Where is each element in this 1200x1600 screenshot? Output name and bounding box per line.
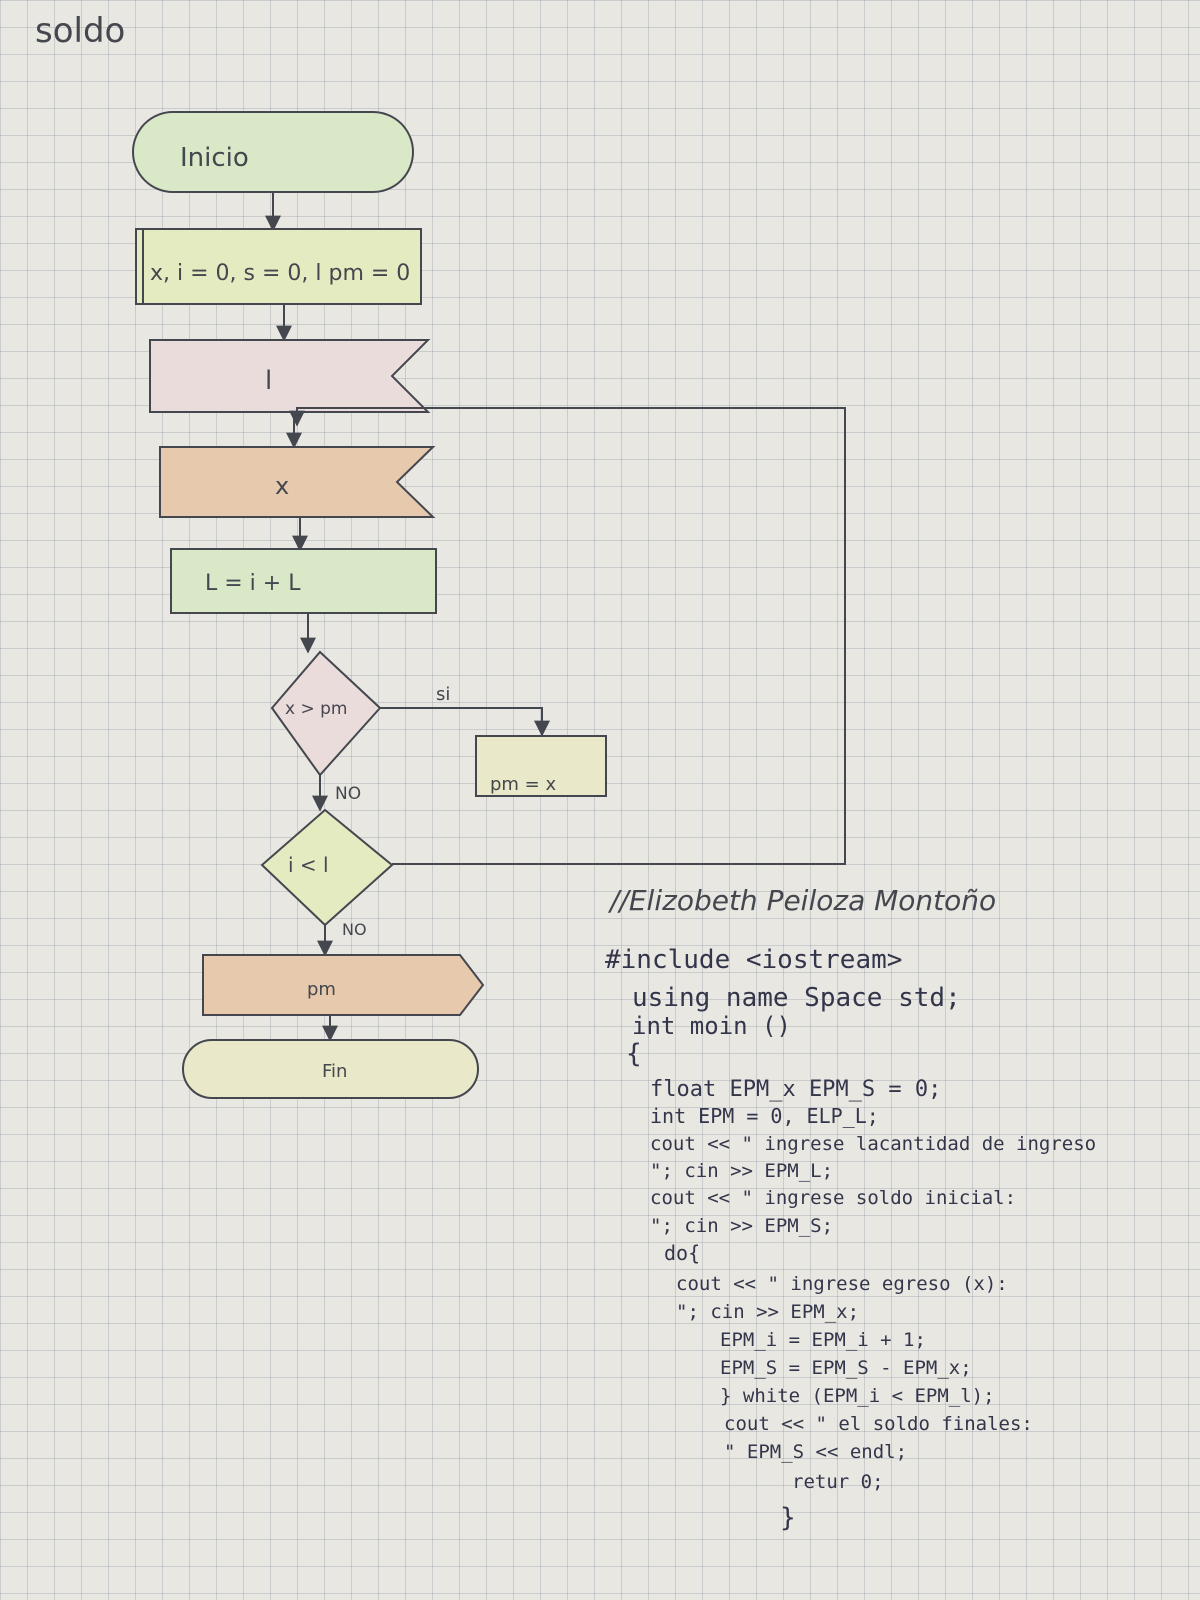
code-line: " EPM_S << endl; bbox=[724, 1441, 907, 1463]
output-pm: pm bbox=[202, 954, 485, 1016]
code-line: retur 0; bbox=[792, 1471, 884, 1493]
assign-pm-text: pm = x bbox=[490, 774, 556, 795]
code-line: #include <iostream> bbox=[605, 945, 902, 975]
end-label: Fin bbox=[322, 1061, 347, 1082]
start-terminal: Inicio bbox=[132, 111, 414, 193]
no-label-1: NO bbox=[335, 784, 361, 804]
output-pm-text: pm bbox=[307, 979, 336, 1000]
yes-label: si bbox=[436, 684, 450, 705]
increment-text: L = i + L bbox=[205, 571, 301, 596]
loop-back-arrow bbox=[289, 407, 846, 865]
input-x: x bbox=[159, 446, 436, 518]
code-line: } white (EPM_i < EPM_l); bbox=[720, 1385, 995, 1407]
decision-x-gt-pm: x > pm bbox=[270, 650, 382, 777]
code-line: "; cin >> EPM_x; bbox=[676, 1301, 859, 1323]
input-x-text: x bbox=[275, 472, 289, 500]
code-author: //Elizobeth Peiloza Montoño bbox=[607, 884, 996, 917]
decision-i-lt-l: i < l bbox=[260, 808, 394, 927]
code-line: using name Space std; bbox=[632, 983, 961, 1013]
code-line: "; cin >> EPM_S; bbox=[650, 1215, 833, 1237]
arrow-yes-to-assign bbox=[380, 707, 550, 737]
code-line: cout << " el soldo finales: bbox=[724, 1413, 1033, 1435]
init-process: x, i = 0, s = 0, l pm = 0 bbox=[135, 228, 422, 305]
page-title: soldo bbox=[35, 11, 125, 51]
assign-pm-process: pm = x bbox=[475, 735, 607, 797]
code-line: cout << " ingrese soldo inicial: bbox=[650, 1187, 1016, 1209]
code-line: EPM_i = EPM_i + 1; bbox=[720, 1329, 926, 1351]
decision1-text: x > pm bbox=[285, 699, 347, 719]
input-l-text: l bbox=[265, 366, 272, 396]
code-line: do{ bbox=[664, 1241, 700, 1265]
init-process-text: x, i = 0, s = 0, l pm = 0 bbox=[150, 261, 410, 286]
code-line: { bbox=[626, 1039, 642, 1069]
no-label-2: NO bbox=[342, 920, 367, 939]
code-line: cout << " ingrese lacantidad de ingreso bbox=[650, 1133, 1096, 1155]
code-line: EPM_S = EPM_S - EPM_x; bbox=[720, 1357, 972, 1379]
code-line: float EPM_x EPM_S = 0; bbox=[650, 1077, 941, 1102]
end-terminal: Fin bbox=[182, 1039, 479, 1099]
start-label: Inicio bbox=[180, 143, 249, 173]
decision2-text: i < l bbox=[288, 853, 329, 877]
code-line: "; cin >> EPM_L; bbox=[650, 1160, 833, 1182]
code-line: cout << " ingrese egreso (x): bbox=[676, 1273, 1008, 1295]
code-line: int moin () bbox=[632, 1012, 791, 1040]
input-l: l bbox=[149, 339, 431, 413]
code-block: //Elizobeth Peiloza Montoño #include <io… bbox=[605, 884, 1096, 1533]
increment-process: L = i + L bbox=[170, 548, 437, 614]
code-line: int EPM = 0, ELP_L; bbox=[650, 1104, 879, 1128]
code-line: } bbox=[780, 1503, 796, 1533]
